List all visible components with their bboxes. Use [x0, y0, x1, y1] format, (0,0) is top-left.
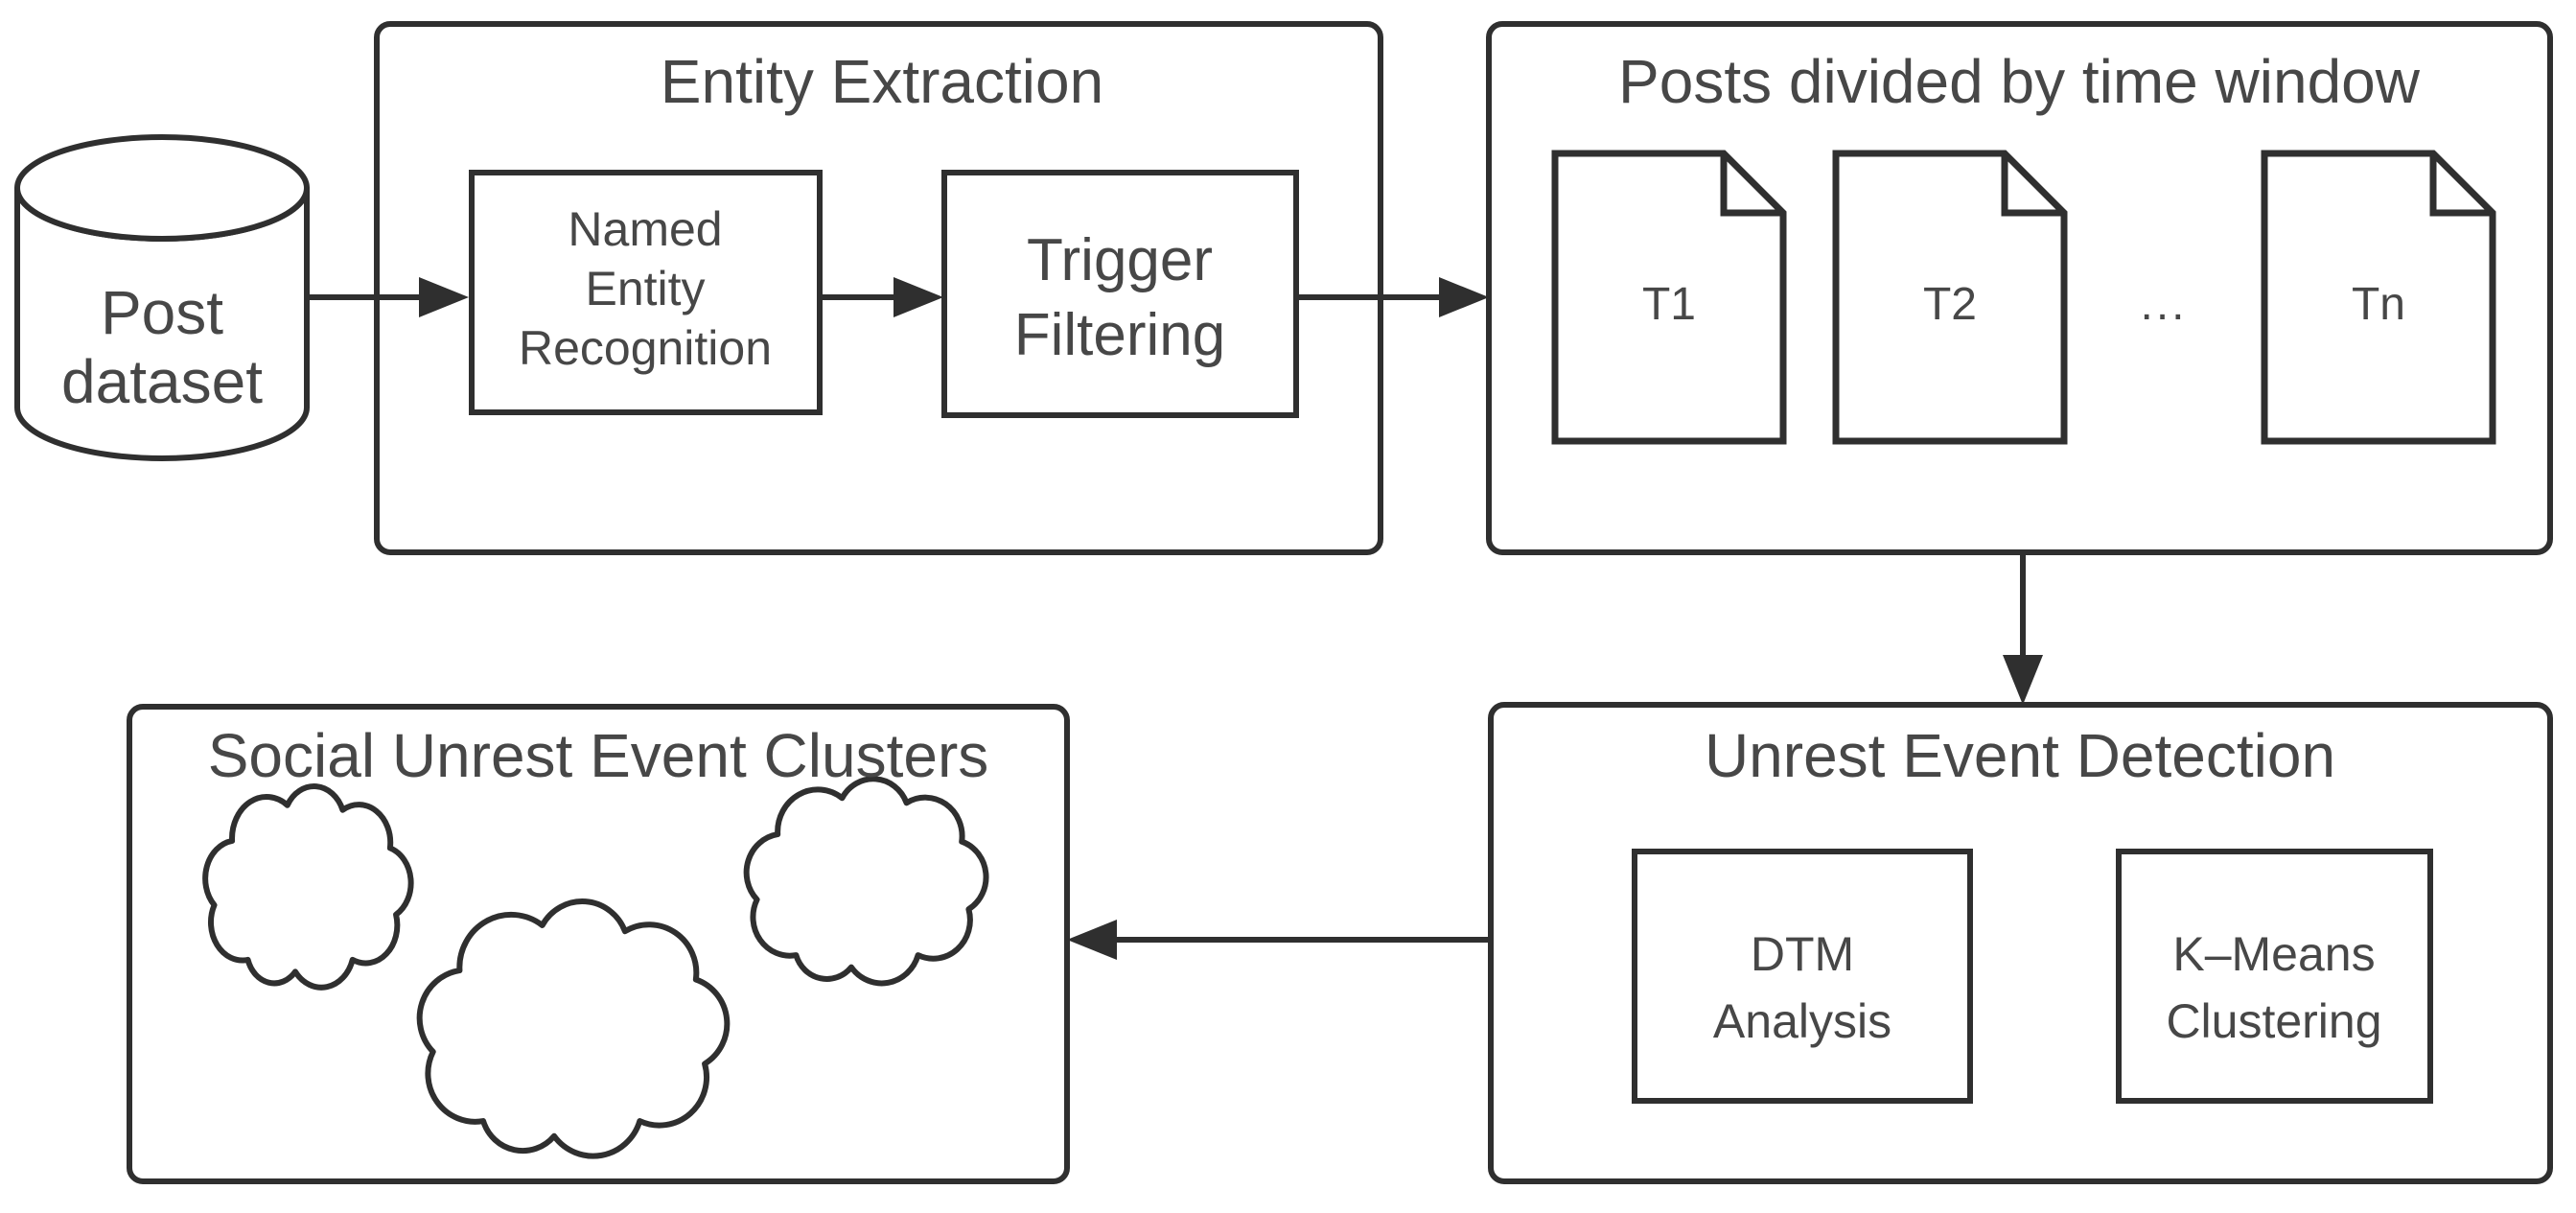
posts-time-window-title: Posts divided by time window [1618, 47, 2421, 116]
dtm-analysis-box [1632, 849, 1973, 1104]
post-dataset-label-line1: Post [101, 278, 223, 347]
cluster-cloud-icon-2 [747, 779, 986, 983]
document-t1-icon [1551, 150, 1787, 445]
entity-extraction-title: Entity Extraction [661, 47, 1103, 116]
trigger-filtering-box [941, 170, 1299, 418]
entity-extraction-container [374, 21, 1383, 555]
unrest-detection-title: Unrest Event Detection [1705, 721, 2335, 790]
kmeans-label-line1: K–Means [2172, 927, 2375, 981]
document-t2-label: T2 [1923, 279, 1977, 330]
trigger-filtering-label-line2: Filtering [1014, 302, 1226, 368]
database-cylinder-icon [14, 134, 310, 461]
kmeans-clustering-box [2116, 849, 2433, 1104]
dtm-label-line1: DTM [1751, 927, 1854, 981]
ner-label-line3: Recognition [519, 321, 772, 375]
post-dataset-label-line2: dataset [61, 347, 263, 416]
arrow-posts-to-detection [2003, 552, 2043, 705]
document-tn-label: Tn [2352, 279, 2405, 330]
clusters-title: Social Unrest Event Clusters [208, 721, 989, 790]
cluster-cloud-icon-3 [420, 901, 728, 1156]
trigger-filtering-label-line1: Trigger [1027, 227, 1213, 293]
ner-label-line1: Named [568, 202, 722, 256]
arrow-detection-to-clusters [1067, 920, 1491, 960]
dtm-label-line2: Analysis [1713, 994, 1891, 1048]
kmeans-label-line2: Clustering [2166, 994, 2381, 1048]
arrow-trigger-to-posts [1296, 277, 1489, 317]
arrow-ner-to-trigger [820, 277, 943, 317]
document-t1-label: T1 [1642, 279, 1696, 330]
document-tn-icon [2261, 150, 2496, 445]
ner-label-line2: Entity [585, 262, 705, 315]
cluster-cloud-icon-1 [205, 786, 410, 988]
arrow-dataset-to-ner [307, 277, 469, 317]
ner-box [469, 170, 823, 415]
documents-ellipsis-label: ... [2140, 279, 2187, 330]
document-t2-icon [1832, 150, 2068, 445]
